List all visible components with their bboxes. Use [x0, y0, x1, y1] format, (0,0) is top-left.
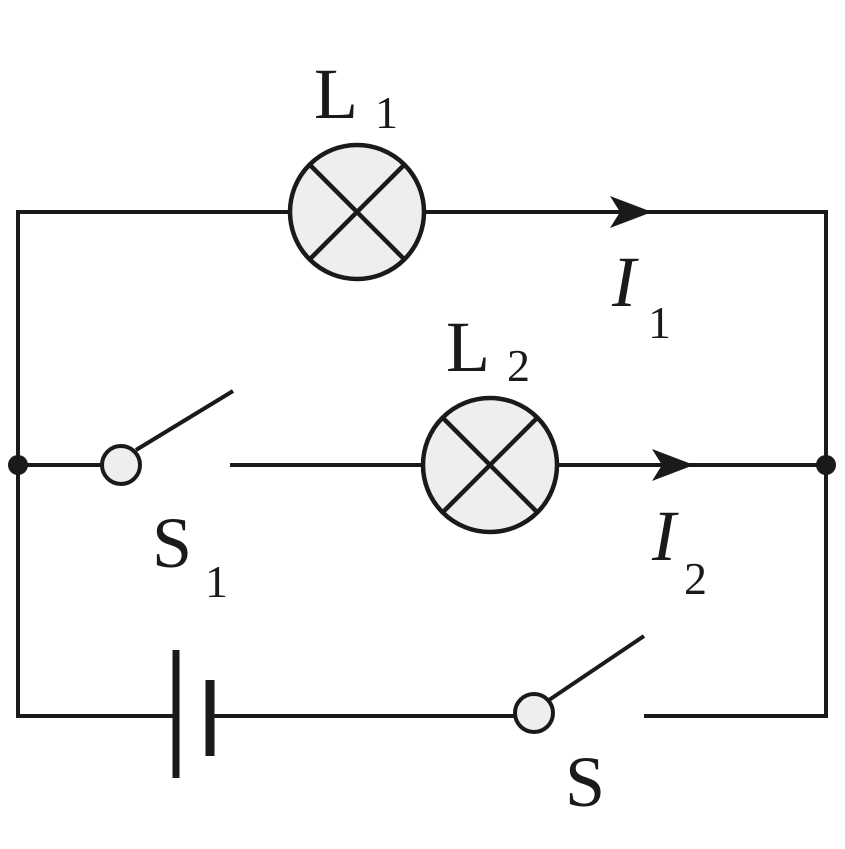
- label-i1-main: I: [611, 242, 639, 322]
- label-l1: L 1: [314, 54, 398, 138]
- label-s1-main: S: [152, 503, 192, 583]
- label-l2-main: L: [446, 307, 490, 387]
- label-l2: L 2: [446, 307, 530, 391]
- label-i2: I 2: [651, 496, 707, 604]
- switch-s1-blade: [134, 389, 235, 452]
- lamp-l2-cross-b: [441, 416, 539, 514]
- switch-s1: [100, 389, 235, 486]
- label-s1: S 1: [152, 503, 228, 607]
- lamp-l1: [287, 142, 427, 282]
- current-arrow-i2: [652, 449, 694, 481]
- label-s1-sub: 1: [205, 556, 228, 607]
- switch-s-blade: [547, 634, 646, 702]
- label-i1-sub: 1: [648, 297, 671, 348]
- switch-s-pivot: [513, 692, 555, 734]
- battery: [172, 650, 215, 778]
- switch-s1-pivot: [100, 444, 142, 486]
- label-i1: I 1: [611, 242, 671, 348]
- label-i2-main: I: [651, 496, 679, 576]
- label-l1-sub: 1: [375, 87, 398, 138]
- junction-left: [8, 455, 28, 475]
- junction-right: [816, 455, 836, 475]
- current-arrow-i1: [610, 196, 652, 228]
- lamp-l2: [420, 395, 560, 535]
- switch-s: [513, 634, 646, 734]
- label-l1-main: L: [314, 54, 358, 134]
- label-s: S: [565, 742, 605, 822]
- label-i2-sub: 2: [684, 553, 707, 604]
- label-l2-sub: 2: [507, 340, 530, 391]
- lamp-l1-cross-b: [308, 163, 406, 261]
